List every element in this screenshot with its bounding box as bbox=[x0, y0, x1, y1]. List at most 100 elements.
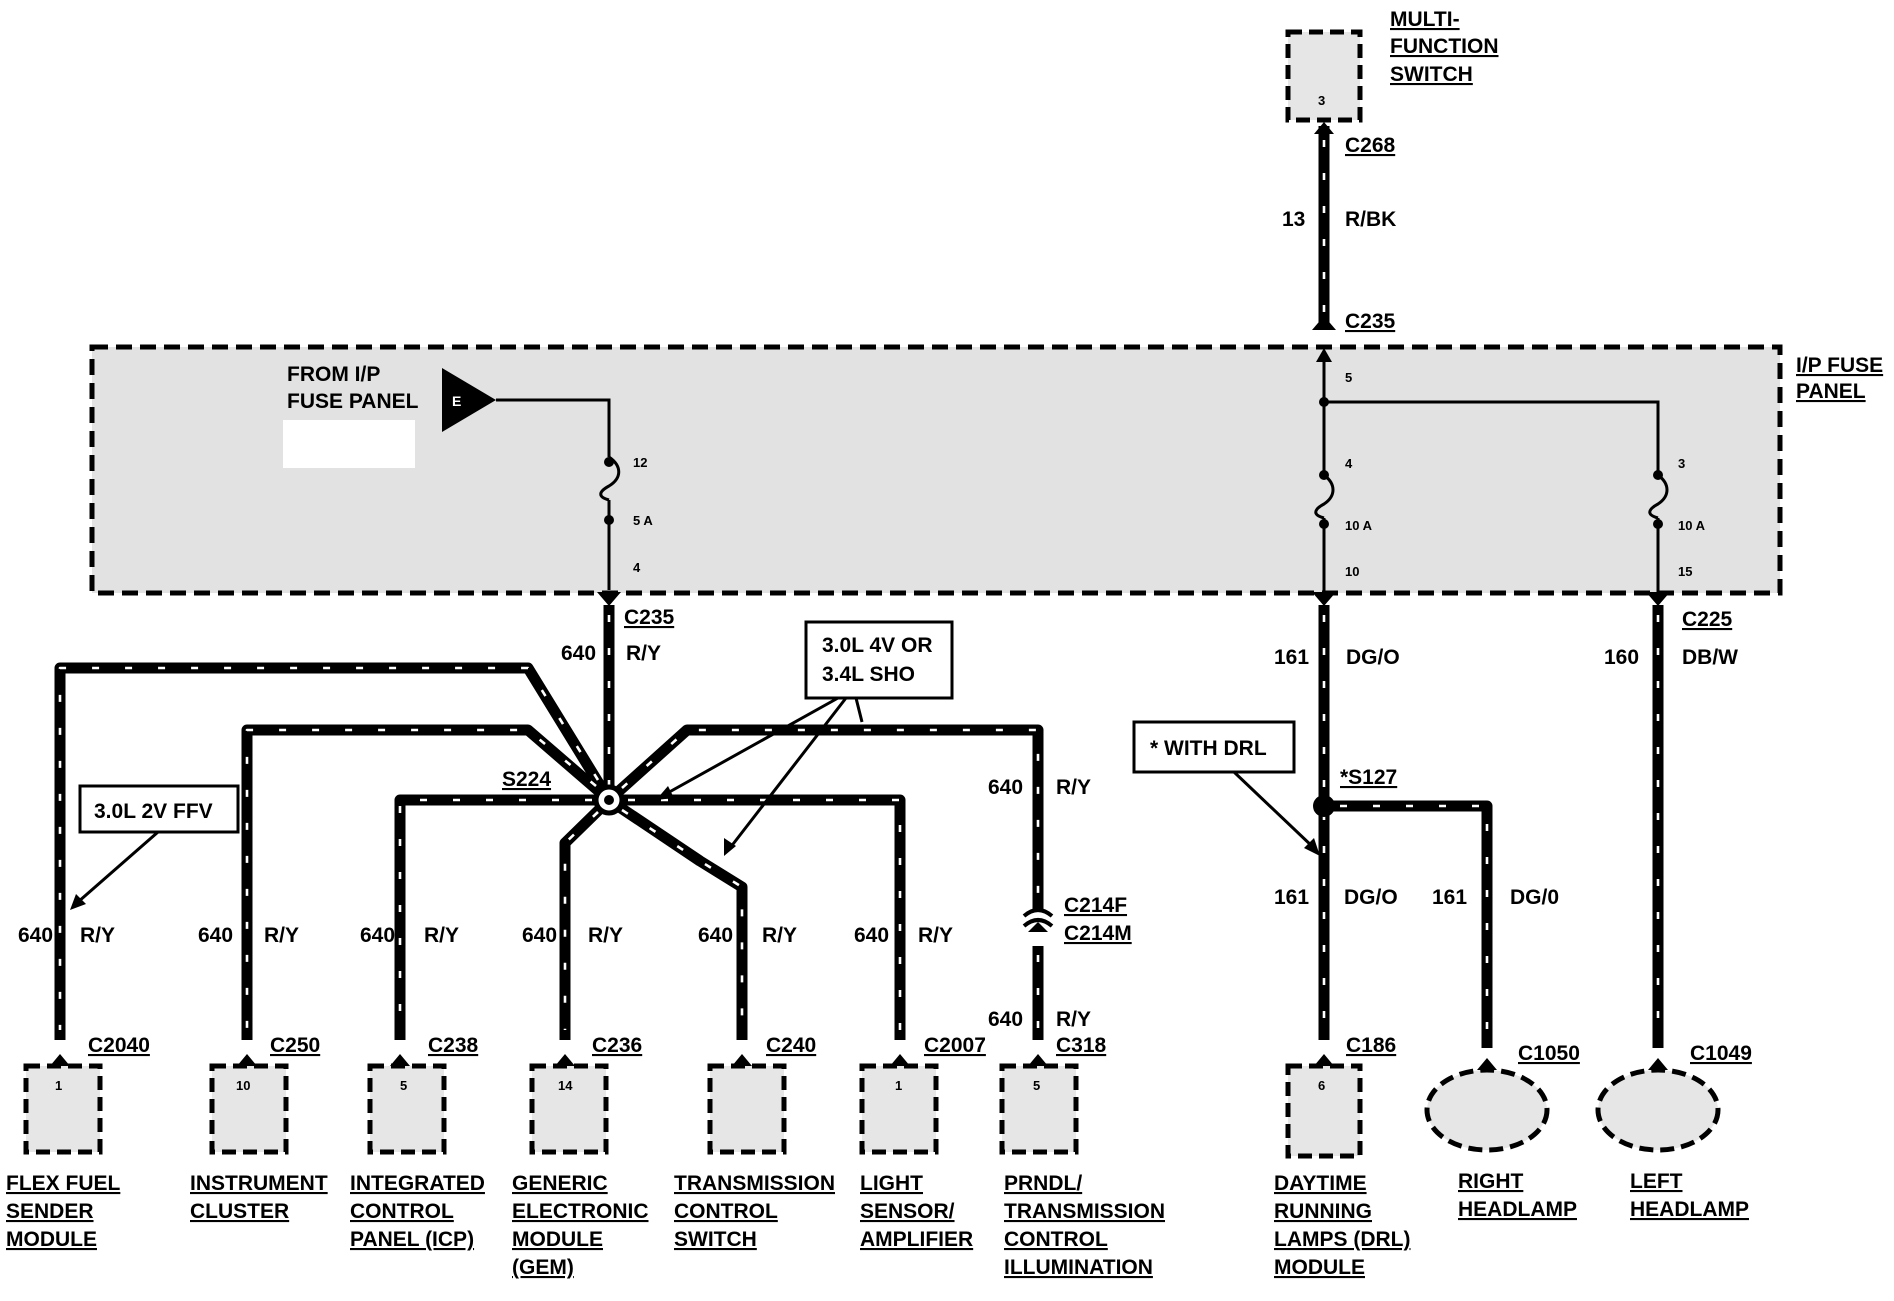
splice-s224-label: S224 bbox=[502, 768, 551, 791]
svg-text:640: 640 bbox=[988, 776, 1023, 799]
svg-text:AMPLIFIER: AMPLIFIER bbox=[860, 1228, 973, 1251]
svg-text:640: 640 bbox=[198, 924, 233, 947]
ip-fuse-panel bbox=[89, 344, 1783, 596]
callout-ffv-leader bbox=[77, 830, 159, 904]
harness-wire-dashes bbox=[58, 140, 1660, 1038]
svg-text:ILLUMINATION: ILLUMINATION bbox=[1004, 1256, 1153, 1279]
mfs-label-1: MULTI- bbox=[1390, 8, 1460, 31]
fuse-right-wires bbox=[1322, 355, 1660, 592]
connector-c214f: C214F bbox=[1064, 894, 1127, 917]
svg-text:MODULE: MODULE bbox=[6, 1228, 97, 1251]
callout-drl: * WITH DRL bbox=[1150, 737, 1267, 760]
svg-text:R/Y: R/Y bbox=[80, 924, 115, 947]
svg-text:13: 13 bbox=[1282, 208, 1305, 231]
connector-c2007: C2007 bbox=[924, 1034, 986, 1057]
connector-c250: C250 bbox=[270, 1034, 320, 1057]
svg-text:R/BK: R/BK bbox=[1345, 208, 1396, 231]
svg-text:R/Y: R/Y bbox=[264, 924, 299, 947]
svg-text:(GEM): (GEM) bbox=[512, 1256, 574, 1279]
connector-c2040: C2040 bbox=[88, 1034, 150, 1057]
component-box-tcs bbox=[707, 1063, 787, 1155]
svg-text:LIGHT: LIGHT bbox=[860, 1172, 923, 1195]
mfs-label-3: SWITCH bbox=[1390, 63, 1473, 86]
fuse-mid-icon bbox=[1314, 473, 1335, 520]
svg-text:R/Y: R/Y bbox=[626, 642, 661, 665]
mfs-pin: 3 bbox=[1318, 93, 1325, 108]
fuse-right-in-pin: 3 bbox=[1678, 456, 1685, 471]
svg-text:161: 161 bbox=[1274, 646, 1309, 669]
svg-text:CONTROL: CONTROL bbox=[350, 1200, 454, 1223]
fuse-mid-rating: 10 A bbox=[1345, 518, 1373, 533]
fuse-left-in-pin: 12 bbox=[633, 455, 647, 470]
callout-sho-1: 3.0L 4V OR bbox=[822, 634, 933, 657]
from-label-2: FUSE PANEL bbox=[287, 390, 419, 413]
svg-text:TRANSMISSION: TRANSMISSION bbox=[1004, 1200, 1165, 1223]
svg-text:RIGHT: RIGHT bbox=[1458, 1170, 1524, 1193]
c214m-connector-icon bbox=[1022, 918, 1054, 928]
svg-text:PRNDL/: PRNDL/ bbox=[1004, 1172, 1082, 1195]
svg-text:INSTRUMENT: INSTRUMENT bbox=[190, 1172, 328, 1195]
svg-text:PANEL (ICP): PANEL (ICP) bbox=[350, 1228, 474, 1251]
blank-label-area bbox=[283, 420, 415, 468]
callout-ffv-box bbox=[78, 784, 240, 834]
svg-text:640: 640 bbox=[988, 1008, 1023, 1031]
svg-text:640: 640 bbox=[360, 924, 395, 947]
svg-text:MODULE: MODULE bbox=[1274, 1256, 1365, 1279]
svg-text:10: 10 bbox=[236, 1078, 250, 1093]
svg-text:CONTROL: CONTROL bbox=[1004, 1228, 1108, 1251]
svg-text:GENERIC: GENERIC bbox=[512, 1172, 608, 1195]
c214f-connector-icon bbox=[1022, 908, 1054, 918]
source-letter: E bbox=[452, 393, 461, 409]
svg-text:1: 1 bbox=[55, 1078, 62, 1093]
fuse-mid-out-pin: 10 bbox=[1345, 564, 1359, 579]
callout-ffv: 3.0L 2V FFV bbox=[94, 800, 213, 823]
svg-text:INTEGRATED: INTEGRATED bbox=[350, 1172, 485, 1195]
svg-text:CONTROL: CONTROL bbox=[674, 1200, 778, 1223]
connector-c1049: C1049 bbox=[1690, 1042, 1752, 1065]
component-box-light-sensor: 1 bbox=[859, 1063, 939, 1155]
svg-text:1: 1 bbox=[895, 1078, 902, 1093]
panel-label-1: I/P FUSE bbox=[1796, 354, 1883, 377]
fuse-right-icon bbox=[1648, 473, 1669, 520]
svg-text:HEADLAMP: HEADLAMP bbox=[1458, 1198, 1577, 1221]
svg-text:LAMPS (DRL): LAMPS (DRL) bbox=[1274, 1228, 1410, 1251]
multi-function-switch-box bbox=[1285, 29, 1363, 123]
svg-text:MODULE: MODULE bbox=[512, 1228, 603, 1251]
connector-c186: C186 bbox=[1346, 1034, 1396, 1057]
fuse-left-icon bbox=[599, 455, 621, 502]
callout-sho-leaders bbox=[663, 696, 864, 849]
connector-c238: C238 bbox=[428, 1034, 479, 1057]
fuse-mid-in-pin: 4 bbox=[1345, 456, 1353, 471]
connector-c1050: C1050 bbox=[1518, 1042, 1580, 1065]
right-headlamp-icon bbox=[1424, 1067, 1550, 1153]
left-headlamp-icon bbox=[1595, 1067, 1721, 1153]
connector-c225: C225 bbox=[1682, 608, 1733, 631]
component-box-gem: 14 bbox=[529, 1063, 609, 1155]
svg-text:R/Y: R/Y bbox=[1056, 1008, 1091, 1031]
from-label-1: FROM I/P bbox=[287, 363, 380, 386]
svg-text:DG/O: DG/O bbox=[1344, 886, 1398, 909]
svg-text:DAYTIME: DAYTIME bbox=[1274, 1172, 1367, 1195]
connector-c318: C318 bbox=[1056, 1034, 1107, 1057]
svg-text:640: 640 bbox=[561, 642, 596, 665]
wire-labels: 13 R/BK 640 R/Y 161 DG/O 160 DB/W 640 R/… bbox=[18, 208, 1738, 1031]
connector-c235-left: C235 bbox=[624, 606, 675, 629]
connector-c214m: C214M bbox=[1064, 922, 1132, 945]
connector-c236: C236 bbox=[592, 1034, 642, 1057]
svg-text:SENDER: SENDER bbox=[6, 1200, 94, 1223]
svg-text:SWITCH: SWITCH bbox=[674, 1228, 757, 1251]
svg-text:6: 6 bbox=[1318, 1078, 1325, 1093]
svg-text:160: 160 bbox=[1604, 646, 1639, 669]
fuse-left-out-pin: 4 bbox=[633, 560, 641, 575]
connector-c235-top: C235 bbox=[1345, 310, 1396, 333]
svg-text:DG/0: DG/0 bbox=[1510, 886, 1559, 909]
fuse-right-rating: 10 A bbox=[1678, 518, 1706, 533]
fuse-left-rating: 5 A bbox=[633, 513, 653, 528]
connector-arrows bbox=[597, 122, 1670, 932]
connector-c240: C240 bbox=[766, 1034, 816, 1057]
component-box-prndl: 5 bbox=[999, 1063, 1079, 1155]
fuse-mid-top-pin: 5 bbox=[1345, 370, 1352, 385]
callout-drl-box bbox=[1132, 720, 1296, 774]
svg-text:CLUSTER: CLUSTER bbox=[190, 1200, 289, 1223]
